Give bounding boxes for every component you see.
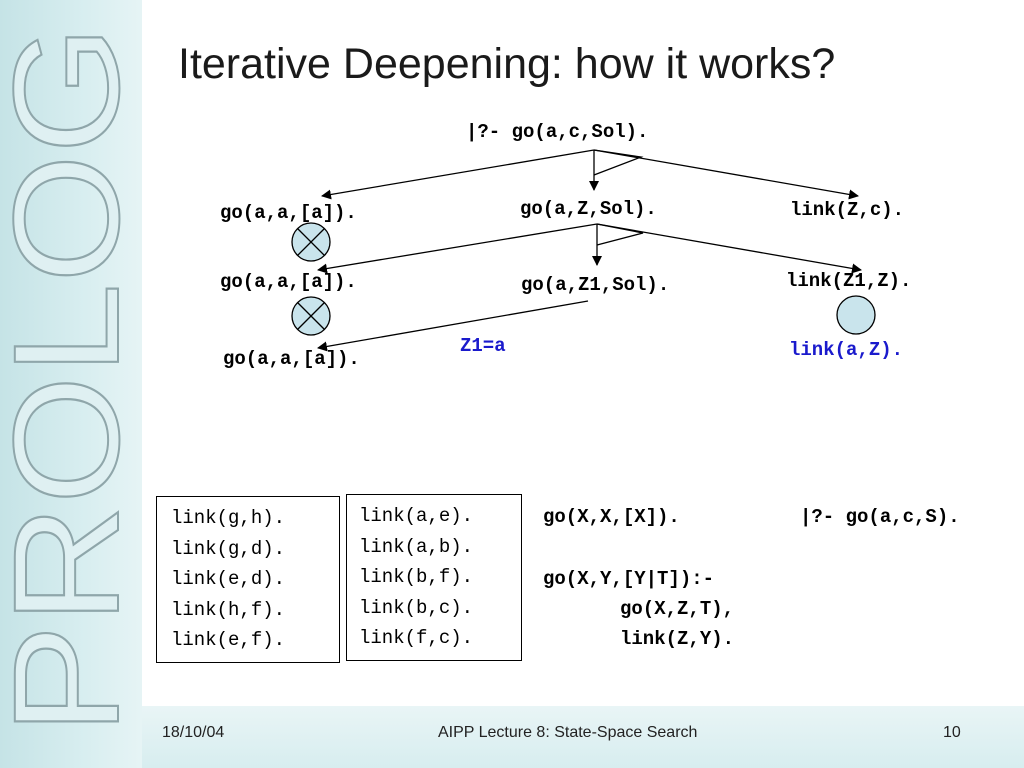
tree-l2-middle: go(a,Z1,Sol). — [521, 274, 670, 296]
fact-line: link(g,h). — [171, 507, 286, 529]
tree-edges-level2 — [317, 223, 862, 274]
fact-line: link(g,d). — [171, 537, 286, 560]
tree-edges-level3 — [317, 300, 589, 352]
edge-z1-left — [317, 300, 589, 352]
tree-l1-middle: go(a,Z,Sol). — [520, 198, 657, 220]
binding-label: Z1=a — [460, 335, 506, 357]
tree-l1-right: link(Z,c). — [790, 199, 905, 221]
program-rule-head: go(X,Y,[Y|T]):- — [543, 568, 715, 590]
and-arc-level1 — [593, 149, 644, 176]
edge-query-left — [321, 149, 595, 200]
fact-line: link(e,d). — [171, 568, 286, 590]
tree-query: |?- go(a,c,Sol). — [466, 121, 649, 143]
footer-date: 18/10/04 — [162, 724, 225, 741]
fact-line: link(b,f). — [359, 566, 474, 588]
page-title: Iterative Deepening: how it works? — [178, 40, 836, 88]
fact-line: link(a,b). — [359, 535, 474, 558]
program-rule-body2: link(Z,Y). — [620, 628, 735, 650]
edge-query-right — [593, 149, 859, 200]
fact-line: link(b,c). — [359, 596, 474, 619]
facts-box-left: link(g,h). link(g,d). link(e,d). link(h,… — [156, 496, 340, 663]
fact-line: link(a,e). — [359, 505, 474, 527]
tree-edges-level1 — [321, 149, 859, 200]
fact-line: link(e,f). — [171, 629, 286, 651]
prolog-logo: PROLOG — [0, 24, 142, 736]
footer-band — [142, 706, 1024, 768]
tree-right-goal: link(a,Z). — [789, 339, 904, 361]
footer-page-number: 10 — [943, 724, 961, 741]
fail-marker-2 — [291, 296, 331, 336]
fact-line: link(h,f). — [171, 598, 286, 621]
program-query: |?- go(a,c,S). — [800, 506, 960, 528]
success-marker — [836, 295, 876, 335]
facts-box-right: link(a,e). link(a,b). link(b,f). link(b,… — [346, 494, 522, 661]
edge-middle-right — [596, 223, 862, 274]
program-rule-body1: go(X,Z,T), — [620, 598, 735, 620]
fact-line: link(f,c). — [359, 627, 474, 649]
sidebar-band — [0, 0, 142, 768]
prolog-logo-text: PROLOG — [0, 25, 142, 735]
program-base-clause: go(X,X,[X]). — [543, 506, 680, 528]
tree-l2-left: go(a,a,[a]). — [220, 271, 357, 293]
tree-l3-left: go(a,a,[a]). — [223, 348, 360, 370]
footer-lecture: AIPP Lecture 8: State-Space Search — [438, 724, 698, 741]
tree-l2-right: link(Z1,Z). — [786, 270, 912, 292]
and-arc-level2 — [596, 223, 644, 246]
edge-middle-left — [317, 223, 598, 274]
fail-marker-1 — [291, 222, 331, 262]
tree-l1-left: go(a,a,[a]). — [220, 202, 357, 224]
